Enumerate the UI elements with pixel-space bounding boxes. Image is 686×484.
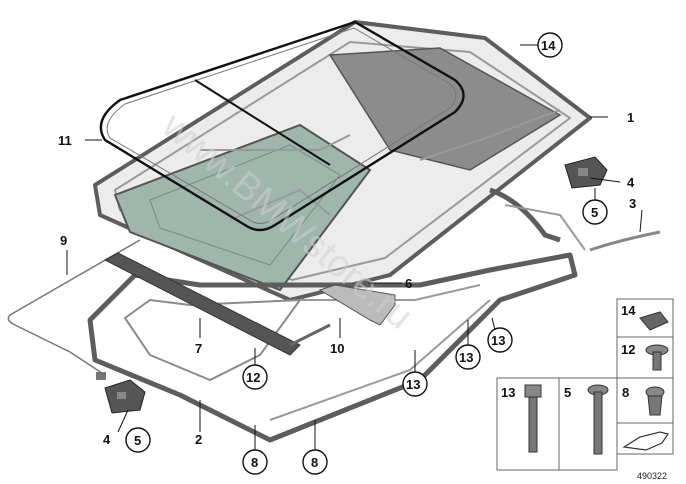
callout-1: 1 [627,110,634,125]
legend-box-5 [558,377,618,471]
sunroof-frame-assembly [93,20,592,302]
svg-text:13: 13 [491,333,505,348]
callout-4-right: 4 [627,175,635,190]
svg-text:12: 12 [246,370,260,385]
guide-rail [318,284,396,326]
callout-6: 6 [405,276,412,291]
drive-motor-left [104,379,146,414]
nut-clip-icon [645,386,665,416]
callout-13-middle: 13 [455,344,481,370]
screw-washer-icon [645,344,669,371]
connecting-rod [289,323,331,347]
direction-arrow-icon [622,431,669,451]
svg-text:8: 8 [251,455,258,470]
svg-text:8: 8 [311,455,318,470]
callout-3: 3 [629,196,636,211]
fastener-legend: 14 12 13 5 8 [496,298,674,471]
bolt-13-icon [524,384,542,453]
legend-box-12 [616,336,674,379]
svg-text:12: 12 [621,342,635,357]
lower-frame [87,187,586,443]
svg-text:5: 5 [591,205,598,220]
callout-12: 12 [242,364,268,390]
callout-14: 14 [537,32,563,58]
svg-text:13: 13 [459,350,473,365]
clip-icon [639,311,669,331]
circled-callouts: 14 5 5 12 8 8 13 13 [125,32,608,475]
svg-text:13: 13 [406,377,420,392]
reference-number: 490322 [637,471,667,481]
svg-text:5: 5 [564,385,571,400]
callout-8-right: 8 [302,449,328,475]
callout-11: 11 [58,133,72,148]
callout-9: 9 [60,233,67,248]
drive-cable-left [7,239,141,376]
svg-text:14: 14 [621,303,636,318]
callout-10: 10 [330,341,344,356]
svg-text:14: 14 [541,38,556,53]
leader-lines [66,44,643,450]
cable-end-fitting [96,372,106,380]
callout-8-left: 8 [242,449,268,475]
callout-2: 2 [195,432,202,447]
callout-7: 7 [195,341,202,356]
callout-labels: 1 4 3 11 9 6 7 10 4 2 [58,110,636,447]
drain-hose-right [589,230,661,252]
callout-13-bottom: 13 [402,371,428,397]
sunroof-seal [99,20,465,232]
bolt-5-icon [587,384,609,455]
legend-box-8 [616,377,674,424]
drive-motor-right [564,156,608,189]
glass-panel [113,123,372,292]
wind-deflector [103,252,301,356]
svg-text:13: 13 [501,385,515,400]
callout-4-left: 4 [103,432,111,447]
svg-text:5: 5 [134,433,141,448]
callout-5-right: 5 [582,199,608,225]
svg-text:8: 8 [622,385,629,400]
callout-13-right: 13 [487,327,513,353]
sunshade-panel [328,47,562,171]
callout-5-left: 5 [125,427,151,453]
